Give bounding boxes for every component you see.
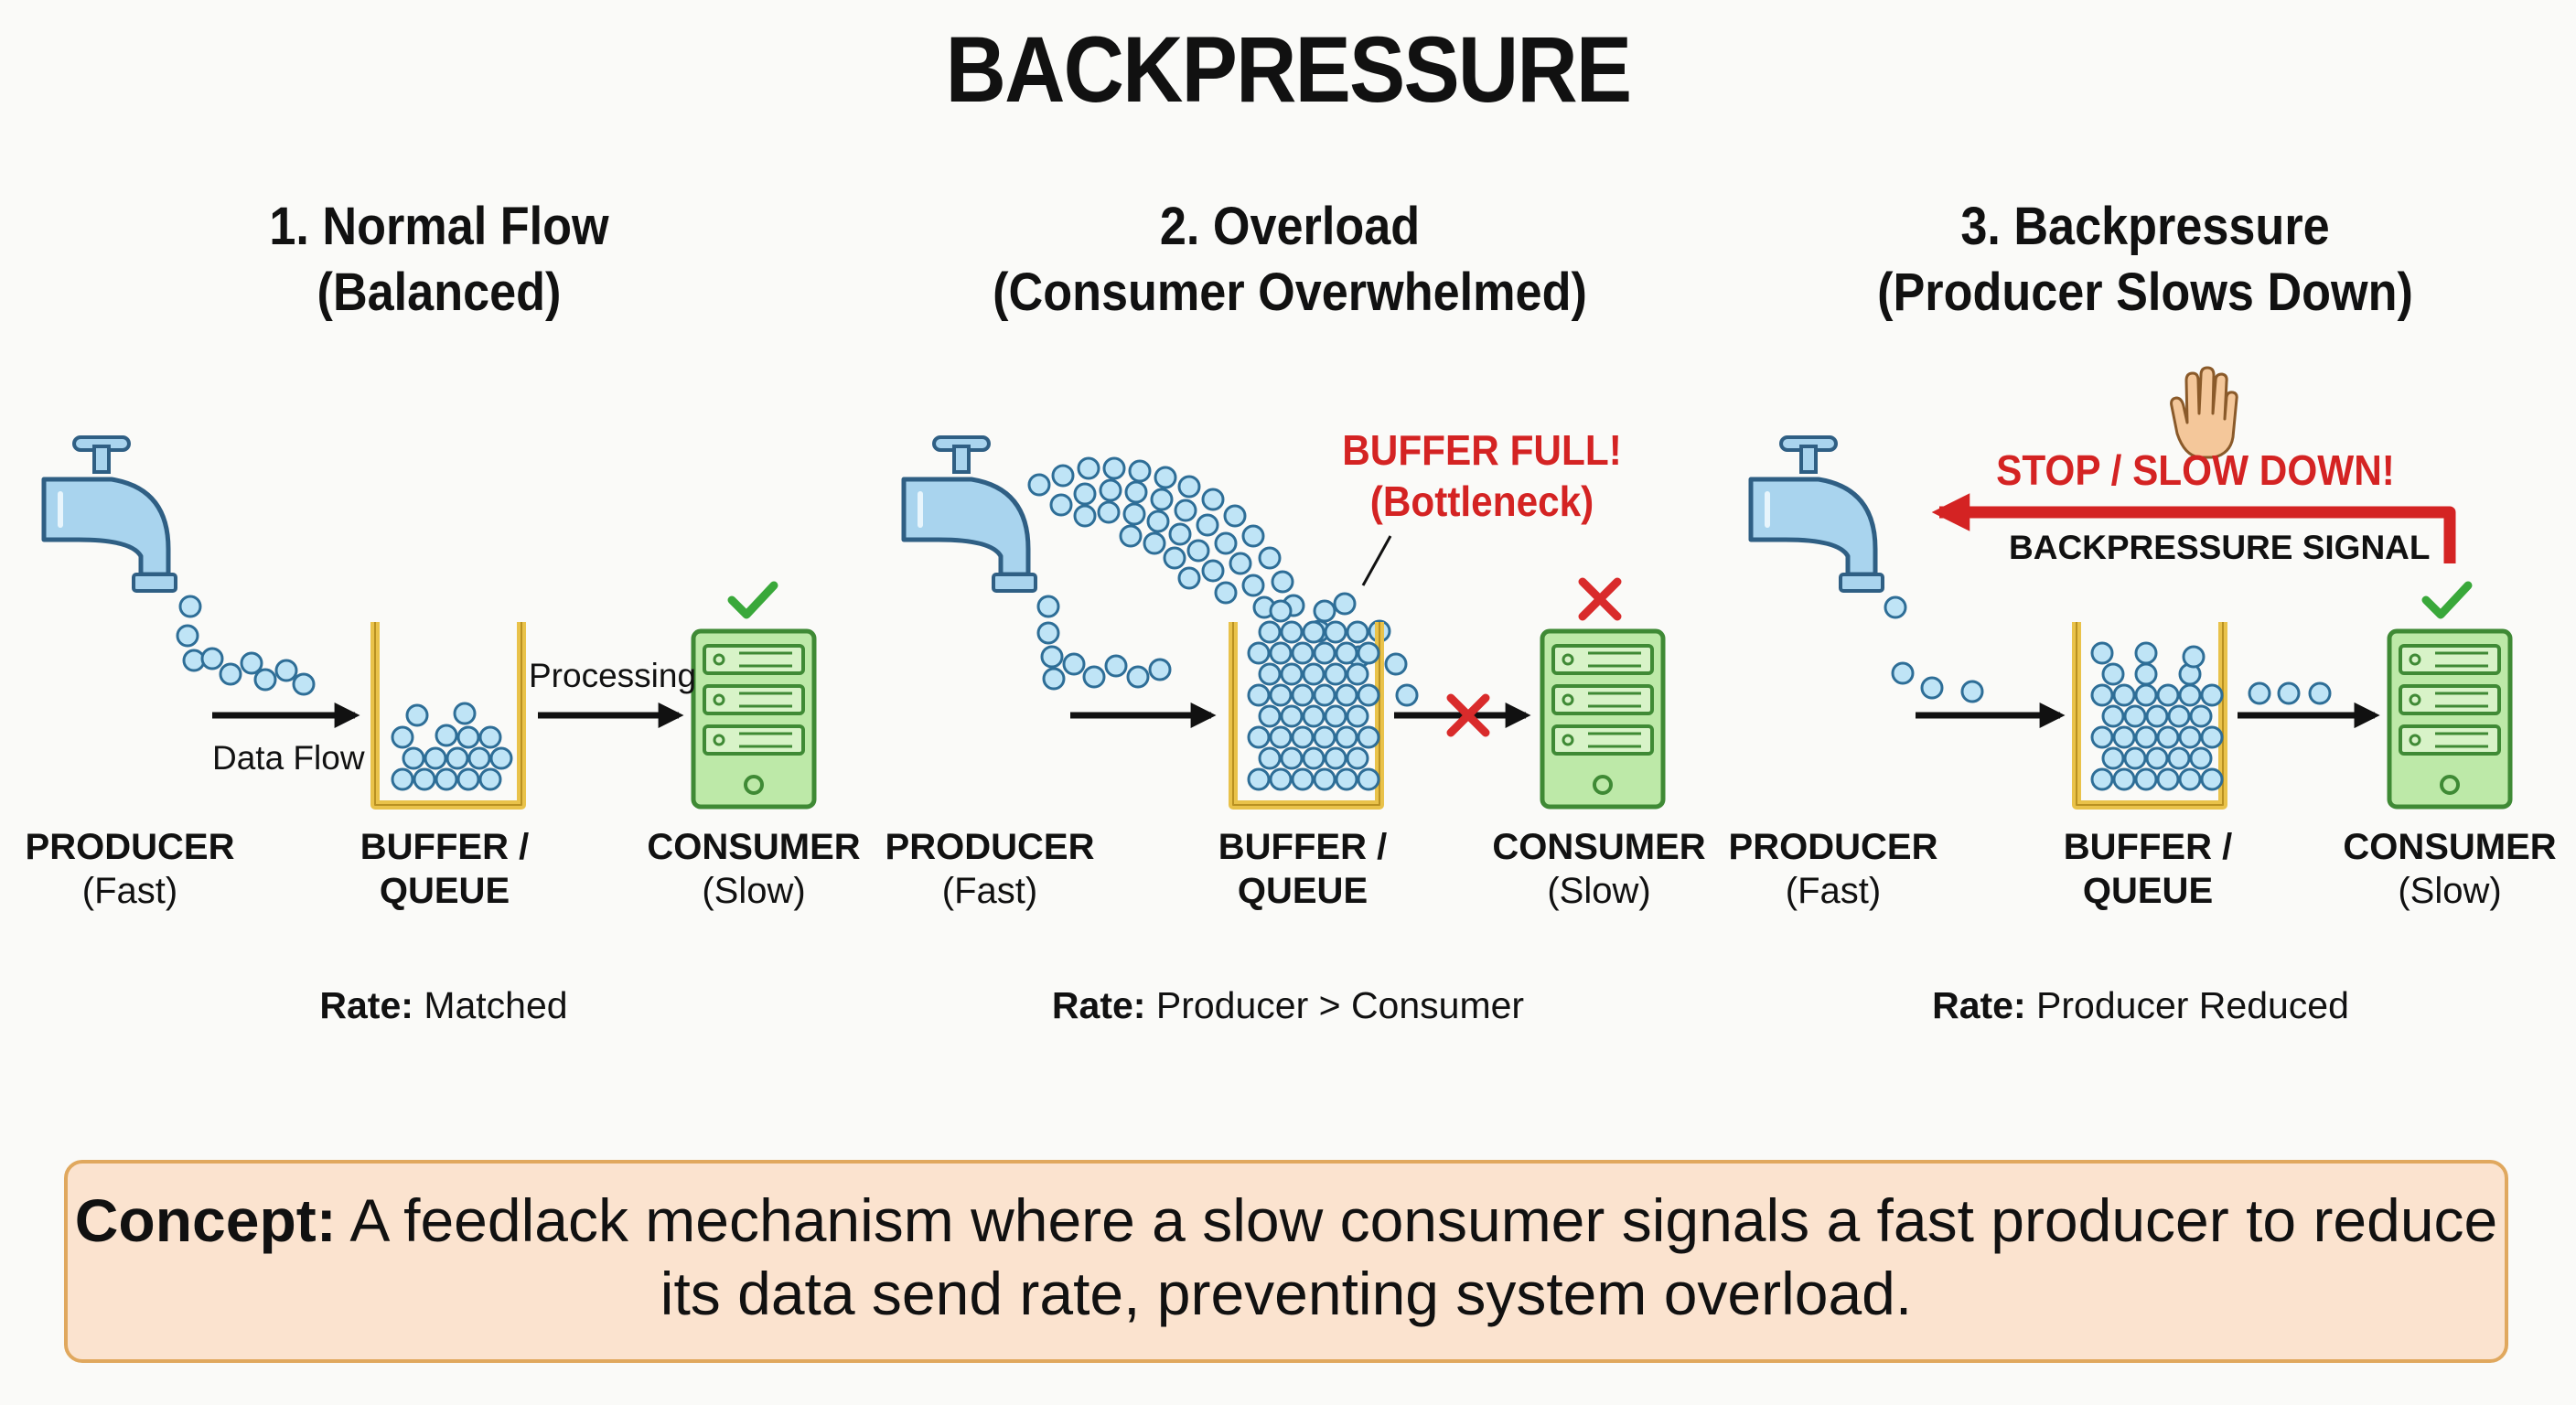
- buffer-line1: BUFFER /: [1165, 825, 1440, 869]
- panel-1-producer-label: PRODUCER (Fast): [0, 825, 267, 913]
- producer-name: PRODUCER: [0, 825, 267, 869]
- panel-1-consumer-label: CONSUMER (Slow): [617, 825, 891, 913]
- consumer-note: (Slow): [1462, 869, 1736, 913]
- x-icon: [1583, 582, 1617, 617]
- panel-3-art: [1751, 368, 2510, 807]
- producer-note: (Fast): [853, 869, 1127, 913]
- rate-key: Rate:: [1932, 984, 2026, 1026]
- faucet-icon: [44, 437, 176, 591]
- server-icon: [2389, 631, 2510, 807]
- consumer-name: CONSUMER: [617, 825, 891, 869]
- panel-2-consumer-label: CONSUMER (Slow): [1462, 825, 1736, 913]
- panel-1-buffer-label: BUFFER / QUEUE: [307, 825, 582, 913]
- buffer-full-alert: BUFFER FULL! (Bottleneck): [1314, 424, 1650, 527]
- faucet-icon: [1751, 437, 1883, 591]
- checkmark-icon: [2426, 585, 2468, 615]
- alert-line1: BUFFER FULL!: [1314, 424, 1650, 476]
- panel-3-rate: Rate: Producer Reduced: [1729, 984, 2552, 1027]
- panel-1-art: [44, 437, 814, 807]
- rate-key: Rate:: [319, 984, 413, 1026]
- rate-value: Matched: [424, 984, 567, 1026]
- alert-line2: (Bottleneck): [1314, 476, 1650, 527]
- rate-value: Producer > Consumer: [1156, 984, 1524, 1026]
- consumer-name: CONSUMER: [2313, 825, 2576, 869]
- buffer-line2: QUEUE: [2011, 869, 2285, 913]
- consumer-note: (Slow): [2313, 869, 2576, 913]
- producer-name: PRODUCER: [853, 825, 1127, 869]
- buffer-bubbles: [2092, 643, 2222, 789]
- buffer-line2: QUEUE: [307, 869, 582, 913]
- buffer-bubbles-full: [1249, 601, 1379, 789]
- panel-2-rate: Rate: Producer > Consumer: [876, 984, 1700, 1027]
- concept-key: Concept:: [75, 1186, 337, 1254]
- data-bubbles-out: [2249, 683, 2330, 703]
- faucet-icon: [904, 437, 1036, 591]
- concept-box: Concept: A feedlack mechanism where a sl…: [64, 1160, 2508, 1363]
- buffer-bubbles: [392, 703, 511, 789]
- consumer-note: (Slow): [617, 869, 891, 913]
- data-flow-label: Data Flow: [212, 739, 365, 778]
- producer-name: PRODUCER: [1696, 825, 1970, 869]
- producer-note: (Fast): [1696, 869, 1970, 913]
- producer-note: (Fast): [0, 869, 267, 913]
- stop-alert: STOP / SLOW DOWN!: [1985, 445, 2406, 496]
- backpressure-signal-label: BACKPRESSURE SIGNAL: [2009, 529, 2431, 567]
- consumer-name: CONSUMER: [1462, 825, 1736, 869]
- panel-3-buffer-label: BUFFER / QUEUE: [2011, 825, 2285, 913]
- panel-3-producer-label: PRODUCER (Fast): [1696, 825, 1970, 913]
- panel-1-rate: Rate: Matched: [32, 984, 855, 1027]
- concept-text: A feedlack mechanism where a slow consum…: [349, 1186, 2497, 1327]
- panel-2-producer-label: PRODUCER (Fast): [853, 825, 1127, 913]
- buffer-line1: BUFFER /: [307, 825, 582, 869]
- data-bubbles: [1038, 596, 1170, 689]
- panel-3-consumer-label: CONSUMER (Slow): [2313, 825, 2576, 913]
- rate-key: Rate:: [1052, 984, 1146, 1026]
- server-icon: [1542, 631, 1663, 807]
- buffer-line1: BUFFER /: [2011, 825, 2285, 869]
- processing-label: Processing: [529, 657, 696, 695]
- rate-value: Producer Reduced: [2036, 984, 2349, 1026]
- data-bubbles: [1885, 597, 1982, 702]
- checkmark-icon: [732, 585, 774, 615]
- server-icon: [693, 631, 814, 807]
- panel-2-buffer-label: BUFFER / QUEUE: [1165, 825, 1440, 913]
- buffer-line2: QUEUE: [1165, 869, 1440, 913]
- data-bubbles: [177, 596, 314, 694]
